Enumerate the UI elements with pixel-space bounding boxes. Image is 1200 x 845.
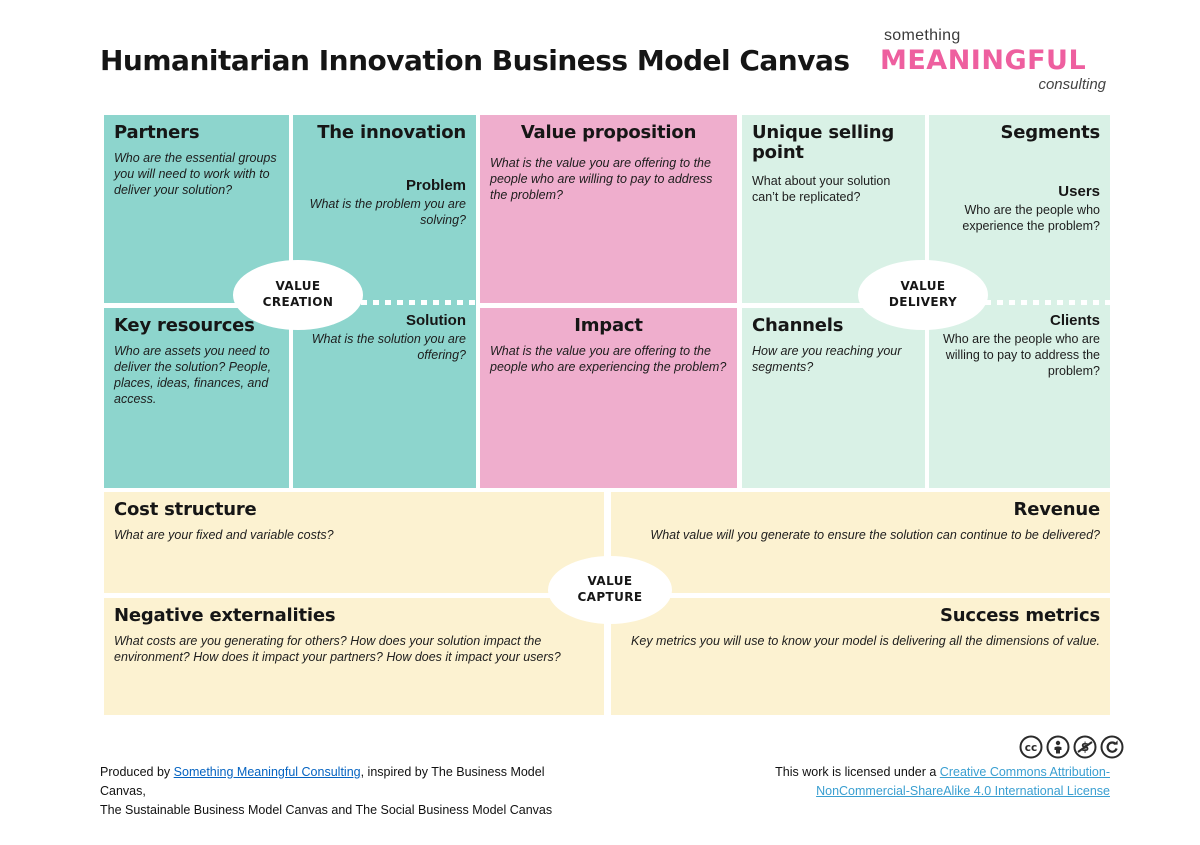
impact-title: Impact [574,315,643,336]
company-logo: something MEANINGFUL consulting [880,27,1106,93]
problem-subtitle: Problem [405,177,466,194]
credits-suffix: , inspired by The Business Model Canvas, [100,765,545,798]
unique-selling-point-title: Unique selling point [752,122,895,163]
sa-icon[interactable] [1100,735,1124,759]
channels-title: Channels [752,315,844,336]
license-text: This work is licensed under a Creative C… [770,763,1110,801]
revenue-title: Revenue [1013,499,1101,520]
problem-question: What is the problem you are solving? [309,197,466,227]
channels-box: Channels How are you reaching your segme… [742,308,925,488]
success-metrics-box: Success metrics Key metrics you will use… [611,598,1110,715]
key-resources-box: Key resources Who are assets you need to… [104,308,289,488]
segments-title: Segments [1000,122,1100,143]
credits-prefix: Produced by [100,765,174,779]
credits-line2: The Sustainable Business Model Canvas an… [100,802,553,817]
value-capture-line1: VALUE [587,574,633,589]
license-link[interactable]: Creative Commons Attribution-NonCommerci… [816,765,1110,798]
creation-dotted-divider [361,300,476,305]
svg-text:cc: cc [1025,742,1037,754]
partners-question: Who are the essential groups you will ne… [114,150,277,197]
success-metrics-question: Key metrics you will use to know your mo… [631,633,1100,648]
value-capture-line2: CAPTURE [577,590,643,604]
value-delivery-line1: VALUE [900,279,946,294]
innovation-title: The innovation [317,122,466,143]
value-creation-line2: CREATION [262,295,334,309]
clients-question: Who are the people who are willing to pa… [942,332,1100,378]
logo-word-consulting: consulting [1038,76,1106,93]
users-subtitle: Users [1058,183,1100,200]
creative-commons-badges[interactable]: cc $ [1019,735,1124,759]
value-capture-oval: VALUE CAPTURE [548,556,672,624]
negative-externalities-box: Negative externalities What costs are yo… [104,598,604,715]
cost-structure-title: Cost structure [114,499,257,520]
unique-selling-point-question: What about your solution can’t be replic… [752,173,891,204]
solution-question: What is the solution you are offering? [311,332,466,362]
value-delivery-oval: VALUE DELIVERY [858,260,988,330]
logo-word-meaningful: MEANINGFUL [880,45,1087,76]
partners-title: Partners [114,122,200,143]
key-resources-title: Key resources [114,315,255,336]
cc-icon[interactable]: cc [1019,735,1043,759]
value-delivery-line2: DELIVERY [888,295,958,309]
revenue-question: What value will you generate to ensure t… [650,527,1100,542]
business-model-canvas: Partners Who are the essential groups yo… [104,115,1110,715]
nc-icon[interactable]: $ [1073,735,1097,759]
revenue-box: Revenue What value will you generate to … [611,492,1110,593]
value-proposition-question: What is the value you are offering to th… [490,155,713,202]
license-prefix: This work is licensed under a [775,765,940,779]
unique-selling-point-box: Unique selling point What about your sol… [742,115,925,303]
by-icon[interactable] [1046,735,1070,759]
key-resources-question: Who are assets you need to deliver the s… [114,343,272,406]
impact-question: What is the value you are offering to th… [490,343,727,374]
negative-externalities-question: What costs are you generating for others… [114,633,561,664]
success-metrics-title: Success metrics [939,605,1100,626]
users-question: Who are the people who experience the pr… [962,203,1100,233]
cost-structure-box: Cost structure What are your fixed and v… [104,492,604,593]
channels-question: How are you reaching your segments? [752,343,902,374]
partners-box: Partners Who are the essential groups yo… [104,115,289,303]
something-meaningful-link[interactable]: Something Meaningful Consulting [173,765,361,779]
solution-subtitle: Solution [406,312,466,329]
value-creation-oval: VALUE CREATION [233,260,363,330]
cost-structure-question: What are your fixed and variable costs? [114,527,334,542]
impact-box: Impact What is the value you are offerin… [480,308,737,488]
clients-subtitle: Clients [1049,312,1100,329]
logo-word-something: something [884,27,961,44]
negative-externalities-title: Negative externalities [114,605,336,626]
value-proposition-title: Value proposition [520,122,697,143]
page-title: Humanitarian Innovation Business Model C… [100,44,850,77]
credits-text: Produced by Something Meaningful Consult… [100,763,580,819]
delivery-dotted-divider [985,300,1110,305]
value-creation-line1: VALUE [275,279,321,294]
value-proposition-box: Value proposition What is the value you … [480,115,737,303]
